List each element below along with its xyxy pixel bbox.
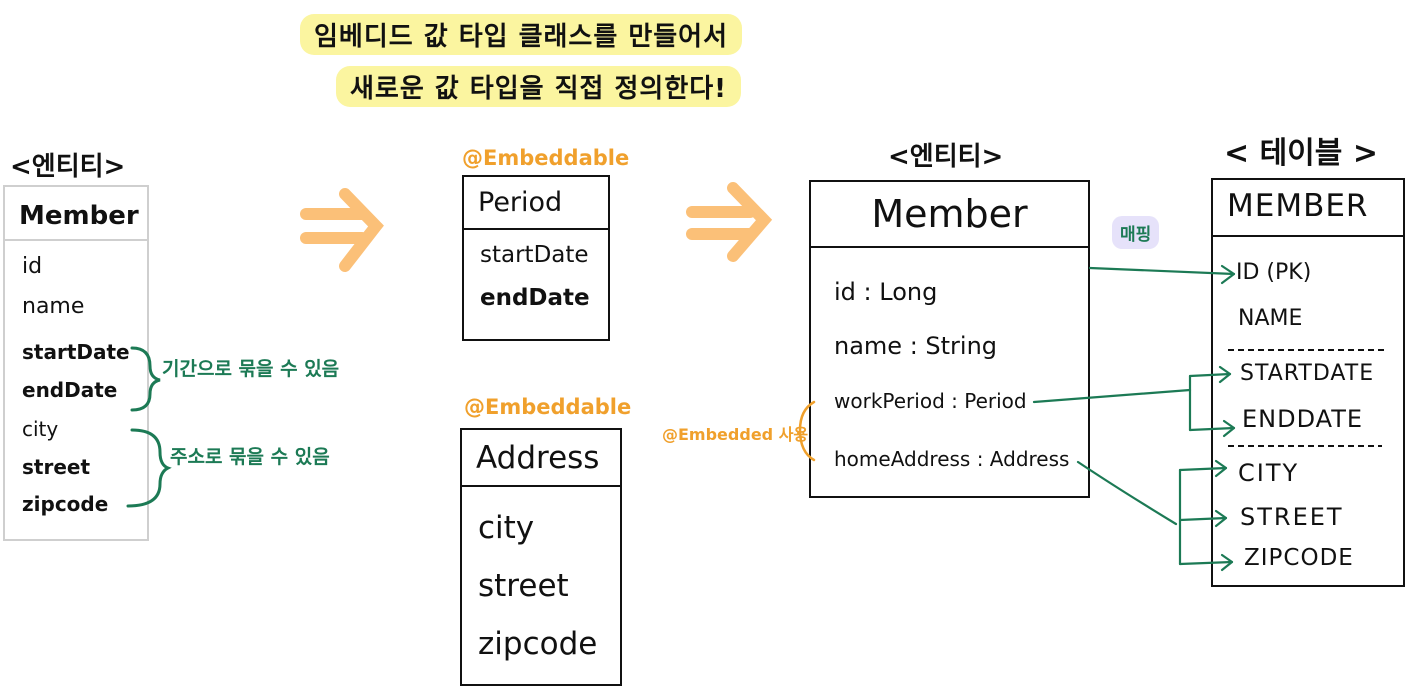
left-member-box: Member <box>3 185 149 541</box>
period-class-box: Period <box>462 175 610 341</box>
title-line-1: 임베디드 값 타입 클래스를 만들어서 <box>300 14 743 55</box>
table-column-enddate: ENDDATE <box>1242 405 1364 433</box>
period-annotation: @Embeddable <box>462 146 630 170</box>
address-field-city: city <box>478 510 535 546</box>
address-group-note: 주소로 묶을 수 있음 <box>170 446 330 468</box>
left-field-zipcode: zipcode <box>22 492 109 516</box>
period-group-note: 기간으로 묶을 수 있음 <box>162 358 340 380</box>
address-class-box: Address <box>460 428 622 686</box>
left-field-enddate: endDate <box>22 378 118 402</box>
mapping-label: 매핑 <box>1112 216 1160 249</box>
address-field-zipcode: zipcode <box>478 626 598 662</box>
address-annotation: @Embeddable <box>464 395 632 419</box>
double-arrow-1 <box>300 188 384 272</box>
embedded-bracket <box>798 400 816 462</box>
table-column-city: CITY <box>1238 459 1300 487</box>
left-field-name: name <box>22 294 85 319</box>
entity-field-id: id : Long <box>834 278 938 306</box>
address-brace <box>126 428 172 508</box>
embedded-usage-note: @Embedded 사용 <box>662 425 809 444</box>
address-class-name: Address <box>462 430 620 487</box>
period-field-startdate: startDate <box>480 242 589 268</box>
left-member-class-name: Member <box>5 187 147 241</box>
table-column-startdate: STARTDATE <box>1240 361 1375 386</box>
entity-field-homeaddress: homeAddress : Address <box>834 447 1070 471</box>
entity-member-class-name: Member <box>811 182 1088 248</box>
table-column-name: NAME <box>1238 306 1303 331</box>
period-field-enddate: endDate <box>480 285 590 311</box>
mapping-arrows <box>1032 264 1236 572</box>
entity-field-workperiod: workPeriod : Period <box>834 389 1027 413</box>
table-column-id: ID (PK) <box>1236 260 1312 285</box>
left-field-street: street <box>22 455 91 479</box>
left-field-startdate: startDate <box>22 340 130 364</box>
entity-member-box: Member <box>809 180 1090 498</box>
table-column-street: STREET <box>1240 503 1344 531</box>
left-field-city: city <box>22 417 59 441</box>
left-entity-header: <엔티티> <box>10 152 126 182</box>
entity-header: <엔티티> <box>888 142 1004 172</box>
table-header: < 테이블 > <box>1224 136 1378 171</box>
left-field-id: id <box>22 254 43 279</box>
entity-field-name: name : String <box>834 332 998 360</box>
title-line-2: 새로운 값 타입을 직접 정의한다! <box>336 66 742 107</box>
period-brace <box>130 346 161 412</box>
period-class-name: Period <box>464 177 608 230</box>
table-name: MEMBER <box>1213 180 1403 237</box>
double-arrow-2 <box>686 182 773 262</box>
table-column-zipcode: ZIPCODE <box>1244 545 1354 571</box>
address-field-street: street <box>478 568 569 604</box>
table-member-box: MEMBER <box>1211 178 1405 587</box>
